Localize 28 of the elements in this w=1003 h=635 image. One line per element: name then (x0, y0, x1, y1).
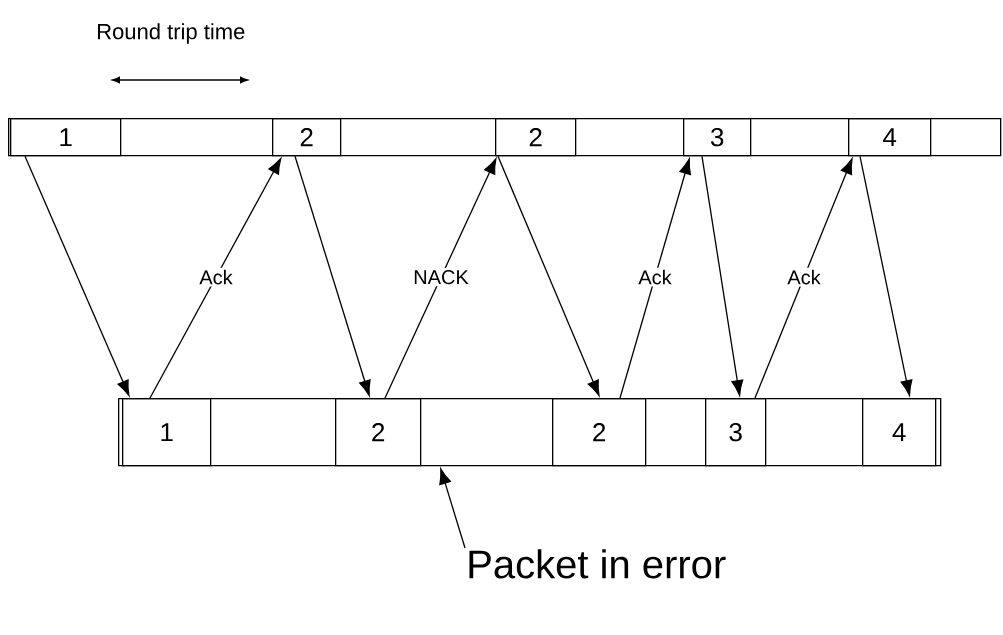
arrow (497, 155, 600, 397)
packet-frame: 2 (495, 118, 577, 157)
packet-frame: 1 (10, 118, 122, 157)
leader-arrow (439, 468, 466, 549)
arrow (24, 155, 130, 397)
edge-label: Ack (197, 267, 235, 287)
annotation-text: Packet in error (469, 549, 726, 579)
edge-label: NACK (411, 268, 471, 287)
arrow (384, 158, 497, 399)
packet-frame: 1 (122, 398, 212, 467)
arrow (754, 158, 853, 399)
edge-label: Ack (785, 267, 823, 287)
timeline-bar (8, 118, 1002, 157)
packet-frame: 4 (848, 118, 932, 157)
arrow (859, 155, 913, 396)
packet-frame: 4 (862, 398, 937, 467)
packet-frame: 2 (335, 398, 422, 467)
arrow (149, 158, 282, 399)
dimension-label: Round trip time (98, 23, 245, 44)
arrow (619, 158, 691, 399)
packet-frame: 3 (705, 398, 767, 467)
edge-label: Ack (636, 267, 674, 287)
packet-frame: 3 (683, 118, 752, 157)
arrow (294, 155, 371, 396)
timeline-bar (118, 398, 942, 467)
packet-frame: 2 (272, 118, 342, 157)
arrow (701, 155, 744, 396)
packet-frame: 2 (552, 398, 647, 467)
